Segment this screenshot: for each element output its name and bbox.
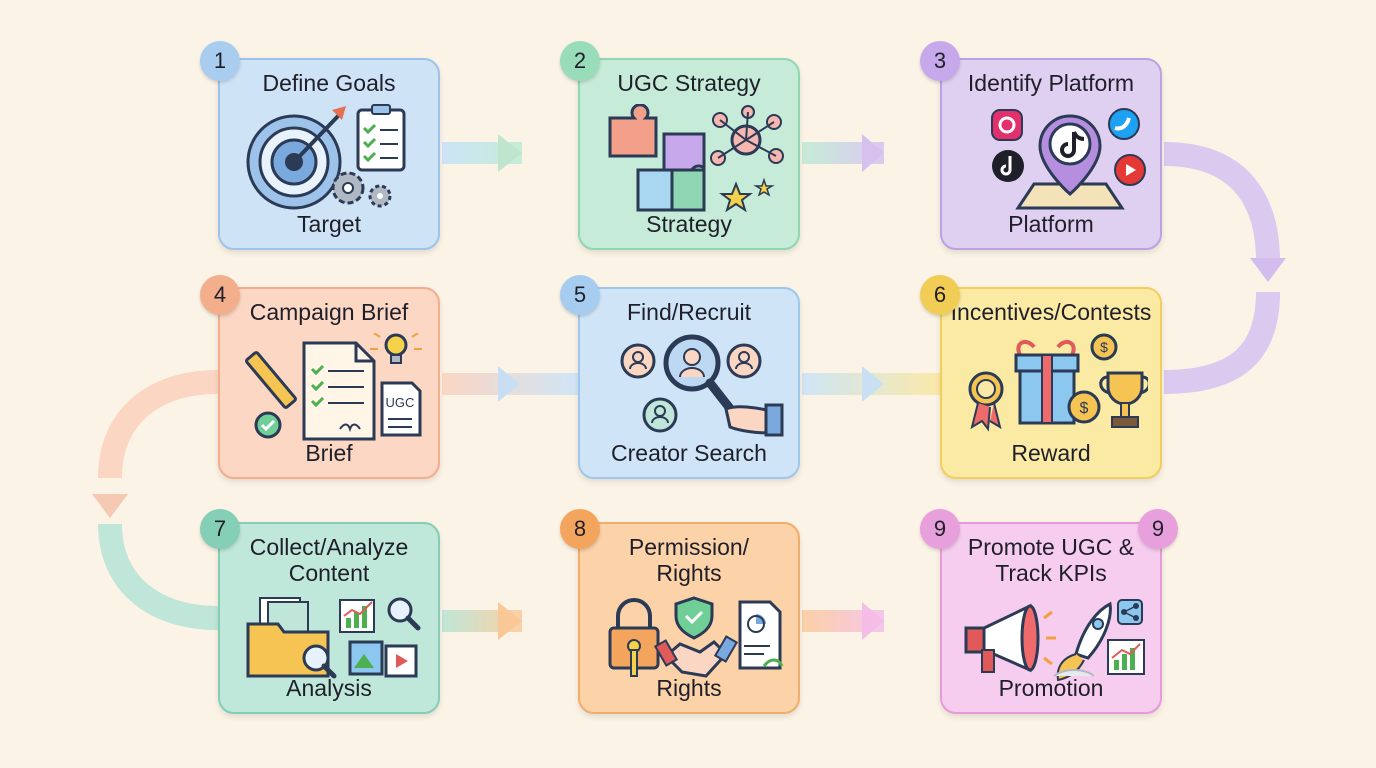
- step-card-ugc-strategy: UGC Strategy Strategy: [578, 58, 800, 250]
- step-title: Identify Platform: [967, 70, 1135, 96]
- content-analysis-icon: [246, 597, 421, 679]
- campaign-brief-icon: UGC: [245, 333, 422, 441]
- puzzle-strategy-icon: [608, 104, 784, 213]
- step-footer: Platform: [1008, 211, 1094, 237]
- connector-3-6: [1163, 142, 1286, 394]
- step-number-badge: 4: [200, 275, 240, 315]
- step-number-badge: 3: [920, 41, 960, 81]
- step-card-define-goals: Define Goals Target: [218, 58, 440, 250]
- step-footer: Strategy: [646, 211, 732, 237]
- connector-4-7: [92, 370, 219, 630]
- step-title: Promote UGC & Track KPIs: [967, 534, 1135, 586]
- step-footer: Promotion: [998, 675, 1104, 701]
- step-footer: Reward: [1011, 440, 1091, 466]
- step-card-incentives-contests: Incentives/Contests $ $ Reward: [940, 287, 1162, 479]
- step-footer: Analysis: [286, 675, 372, 701]
- step-title: UGC Strategy: [617, 70, 761, 96]
- reward-trophy-icon: $ $: [968, 333, 1148, 432]
- step-number-badge: 2: [560, 41, 600, 81]
- connector-7-8: [442, 602, 522, 640]
- step-number-badge: 1: [200, 41, 240, 81]
- step-title: Permission/ Rights: [628, 534, 750, 586]
- step-title: Campaign Brief: [249, 299, 409, 325]
- step-card-permission-rights: Permission/ Rights Rights: [578, 522, 800, 714]
- step-title: Define Goals: [262, 70, 396, 96]
- step-card-identify-platform: Identify Platform Platform: [940, 58, 1162, 250]
- step-title: Incentives/Contests: [950, 299, 1152, 325]
- target-goals-icon: [246, 104, 406, 210]
- step-number-badge: 8: [560, 509, 600, 549]
- step-number-badge: 6: [920, 275, 960, 315]
- connector-6-5: [802, 366, 940, 402]
- step-card-find-recruit: Find/Recruit Creator Search: [578, 287, 800, 479]
- step-number-badge: 7: [200, 509, 240, 549]
- step-footer: Brief: [305, 440, 353, 466]
- step-number-badge: 5: [560, 275, 600, 315]
- connector-2-3: [802, 134, 884, 172]
- step-number-badge: 9: [920, 509, 960, 549]
- step-card-promote-ugc: Promote UGC & Track KPIs Promotion: [940, 522, 1162, 714]
- step-title: Collect/Analyze Content: [249, 534, 409, 586]
- connector-5-4: [442, 366, 578, 402]
- step-title: Find/Recruit: [627, 299, 751, 325]
- step-footer: Rights: [656, 675, 722, 701]
- step-card-campaign-brief: Campaign Brief UGC Brief: [218, 287, 440, 479]
- step-card-collect-analyze: Collect/Analyze Content Analysis: [218, 522, 440, 714]
- rights-lock-icon: [608, 596, 784, 678]
- step-number-badge-duplicate: 9: [1138, 509, 1178, 549]
- step-footer: Target: [297, 211, 361, 237]
- connector-8-9: [802, 602, 884, 640]
- connector-1-2: [442, 134, 522, 172]
- svg-text:$: $: [1100, 339, 1108, 355]
- promotion-megaphone-icon: [964, 599, 1145, 682]
- svg-text:$: $: [1080, 400, 1089, 417]
- creator-search-icon: [620, 334, 784, 437]
- step-footer: Creator Search: [611, 440, 767, 466]
- svg-text:UGC: UGC: [386, 395, 415, 410]
- social-platform-icon: [991, 108, 1146, 210]
